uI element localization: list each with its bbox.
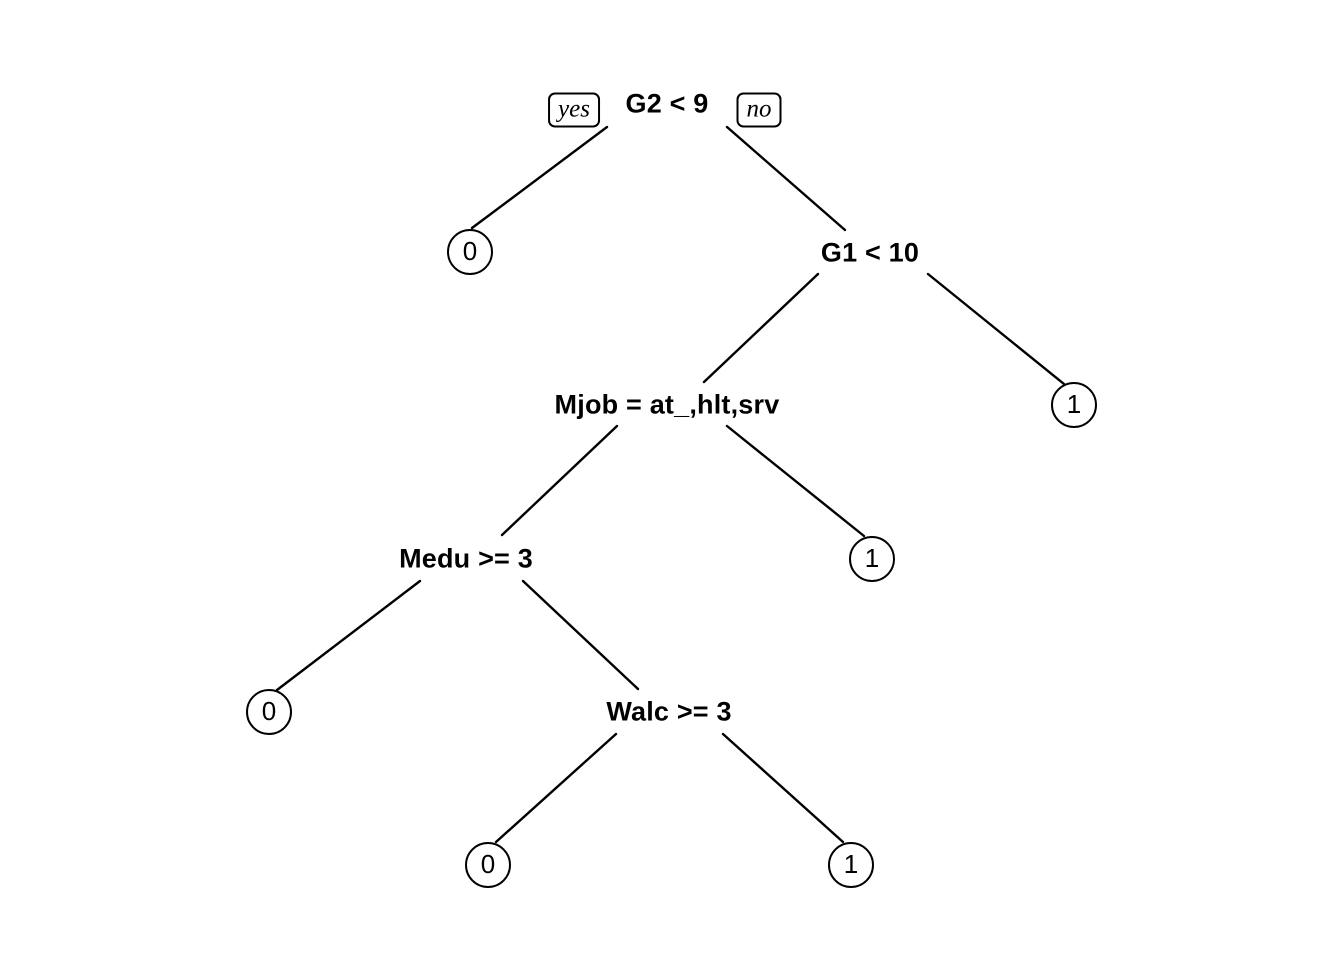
leaf-node-label: 0 — [261, 696, 277, 726]
yes-branch-badge: yes — [548, 92, 600, 128]
leaf-node-n2: 0 — [447, 229, 493, 275]
split-node-n1: G2 < 9 — [625, 88, 709, 119]
tree-edge-n9-n10 — [494, 732, 618, 844]
split-node-label: Walc >= 3 — [606, 696, 732, 727]
leaf-node-n8: 0 — [246, 689, 292, 735]
leaf-node-n11: 1 — [828, 842, 874, 888]
no-branch-badge-label: no — [746, 95, 772, 123]
tree-edge-n1-n3 — [725, 125, 847, 232]
split-node-n3: G1 < 10 — [820, 237, 920, 268]
tree-edge-n9-n11 — [721, 732, 845, 844]
split-node-label: G2 < 9 — [625, 88, 709, 119]
no-branch-badge: no — [736, 92, 782, 128]
leaf-node-n5: 1 — [1051, 382, 1097, 428]
tree-edge-n4-n7 — [725, 424, 866, 538]
leaf-node-label: 1 — [864, 543, 880, 573]
leaf-node-label: 1 — [1066, 389, 1082, 419]
tree-edge-n6-n9 — [521, 579, 640, 691]
split-node-label: G1 < 10 — [820, 237, 920, 268]
yes-branch-badge-label: yes — [558, 95, 590, 123]
tree-edge-n4-n6 — [500, 424, 619, 537]
tree-edge-n3-n4 — [702, 272, 820, 384]
tree-edge-n3-n5 — [926, 272, 1066, 386]
tree-edge-n1-n2 — [470, 125, 609, 230]
split-node-n4: Mjob = at_,hlt,srv — [554, 389, 780, 420]
split-node-n6: Medu >= 3 — [399, 543, 533, 574]
split-node-n9: Walc >= 3 — [606, 696, 732, 727]
leaf-node-label: 0 — [462, 236, 478, 266]
tree-edge-n6-n8 — [275, 579, 422, 692]
split-node-label: Mjob = at_,hlt,srv — [554, 389, 780, 420]
leaf-node-n7: 1 — [849, 536, 895, 582]
split-node-label: Medu >= 3 — [399, 543, 533, 574]
leaf-node-label: 0 — [480, 849, 496, 879]
leaf-node-n10: 0 — [465, 842, 511, 888]
leaf-node-label: 1 — [843, 849, 859, 879]
